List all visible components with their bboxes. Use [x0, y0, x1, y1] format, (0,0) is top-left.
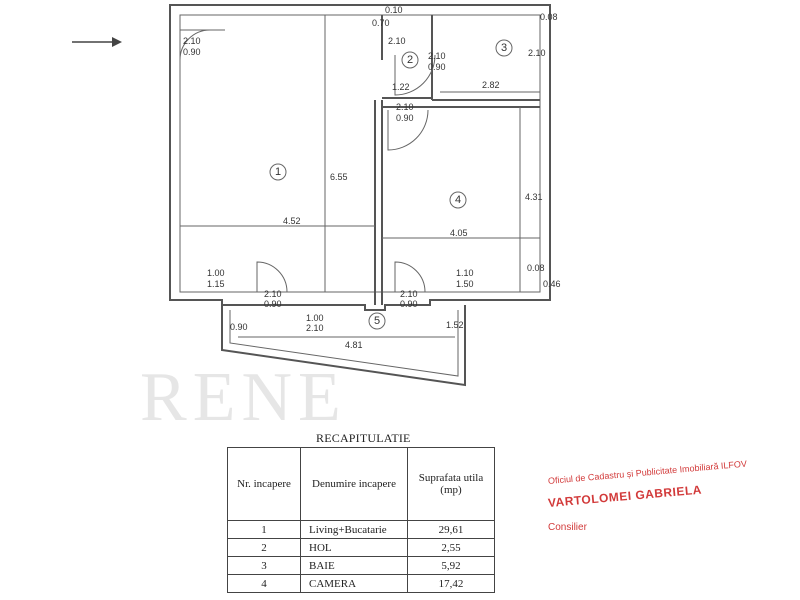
dim-label: 4.05 [450, 228, 468, 238]
dim-label: 0.46 [543, 279, 561, 289]
recap-table: Nr. incapere Denumire incapere Suprafata… [227, 447, 495, 593]
cell-name: BAIE [300, 556, 408, 575]
dim-label: 0.90 [183, 47, 201, 57]
stamp-role: Consilier [548, 522, 587, 533]
column-header: Suprafata utila (mp) [407, 447, 495, 521]
dim-label: 4.31 [525, 192, 543, 202]
column-header: Nr. incapere [227, 447, 301, 521]
cell-nr: 2 [227, 538, 301, 557]
room-number: 3 [501, 42, 507, 54]
table-row: 3 BAIE 5,92 [227, 556, 495, 575]
cell-area: 2,55 [407, 538, 495, 557]
dim-label: 1.52 [446, 320, 464, 330]
dim-label: 0.08 [540, 12, 558, 22]
dim-label: 2.10 [264, 289, 282, 299]
cell-nr: 4 [227, 574, 301, 593]
dim-label: 2.10 [528, 48, 546, 58]
dim-label: 0.08 [527, 263, 545, 273]
cell-area: 17,42 [407, 574, 495, 593]
dim-label: 1.22 [392, 82, 410, 92]
dim-label: 2.10 [396, 102, 414, 112]
cell-nr: 3 [227, 556, 301, 575]
dim-label: 0.90 [400, 299, 418, 309]
dim-label: 6.55 [330, 172, 348, 182]
dim-label: 0.90 [264, 299, 282, 309]
watermark-text: RENE [140, 359, 347, 436]
dim-label: 1.10 [456, 268, 474, 278]
room-number: 1 [275, 166, 281, 178]
cell-area: 5,92 [407, 556, 495, 575]
dimension-labels: 2.10 0.90 0.10 0.70 0.08 2.10 2.10 0.90 … [183, 5, 561, 350]
dim-label: 0.90 [230, 322, 248, 332]
dim-label: 4.52 [283, 216, 301, 226]
room-number: 4 [455, 194, 461, 206]
column-header: Denumire incapere [300, 447, 408, 521]
cell-area: 29,61 [407, 520, 495, 539]
official-stamp: Oficiul de Cadastru și Publicitate Imobi… [547, 459, 748, 533]
dim-label: 0.10 [385, 5, 403, 15]
dim-label: 2.10 [400, 289, 418, 299]
dim-label: 0.70 [372, 18, 390, 28]
dim-label: 1.50 [456, 279, 474, 289]
recap-title: RECAPITULATIE [316, 431, 411, 445]
cell-name: Living+Bucatarie [300, 520, 408, 539]
doors [179, 29, 436, 293]
room-number: 5 [374, 315, 380, 327]
table-row: 1 Living+Bucatarie 29,61 [227, 520, 495, 539]
room-labels: 1 2 3 4 5 [269, 39, 513, 330]
dim-label: 1.00 [306, 313, 324, 323]
arrow-right-icon [72, 37, 122, 47]
walls [169, 4, 551, 387]
dim-label: 1.00 [207, 268, 225, 278]
table-row: 2 HOL 2,55 [227, 538, 495, 557]
dim-label: 1.15 [207, 279, 225, 289]
cell-name: HOL [300, 538, 408, 557]
dim-label: 2.10 [428, 51, 446, 61]
cell-nr: 1 [227, 520, 301, 539]
dim-label: 2.10 [183, 36, 201, 46]
dim-label: 4.81 [345, 340, 363, 350]
table-row: 4 CAMERA 17,42 [227, 574, 495, 593]
dim-label: 2.82 [482, 80, 500, 90]
cell-name: CAMERA [300, 574, 408, 593]
table-header-row: Nr. incapere Denumire incapere Suprafata… [227, 447, 495, 521]
room-number: 2 [407, 54, 413, 66]
dim-label: 2.10 [388, 36, 406, 46]
dim-label: 2.10 [306, 323, 324, 333]
dim-label: 0.90 [428, 62, 446, 72]
dim-label: 0.90 [396, 113, 414, 123]
